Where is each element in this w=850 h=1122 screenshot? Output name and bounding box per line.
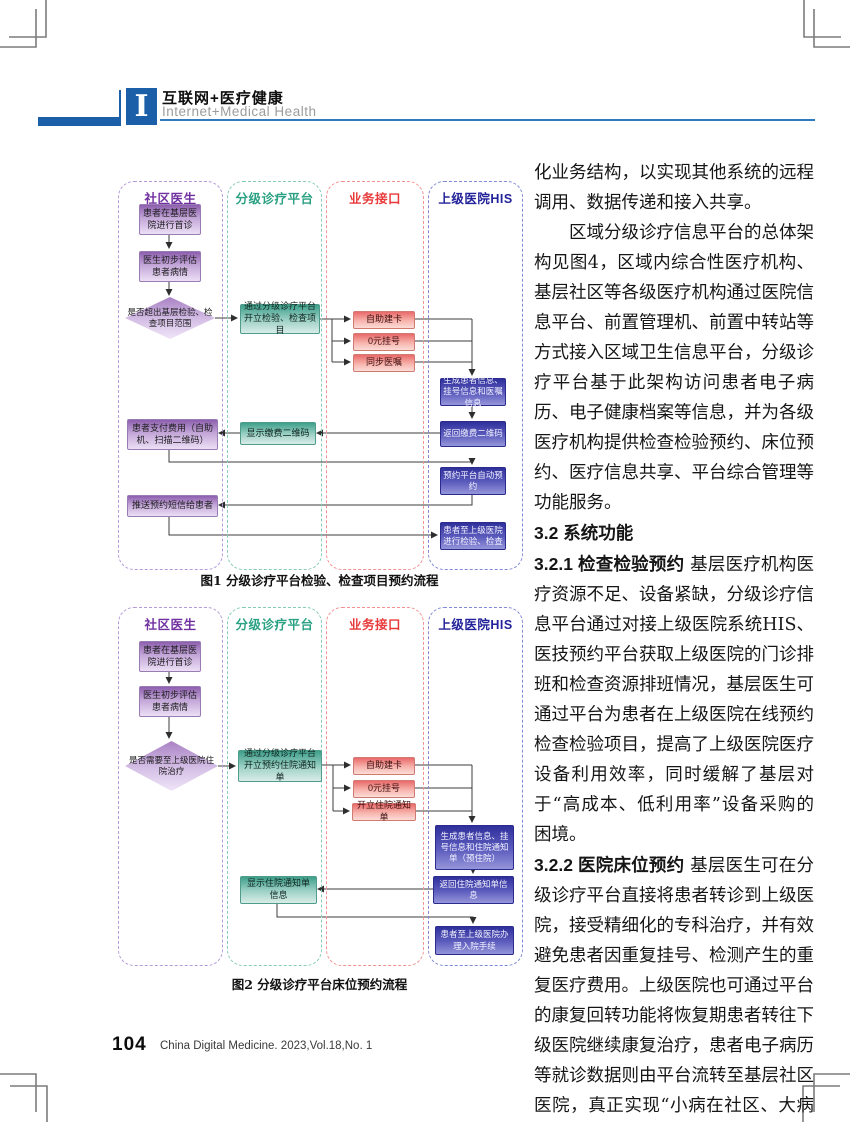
flow-node: 生成患者信息、挂号信息和住院通知单（预住院） [435,825,514,870]
flow-node: 生成患者信息、挂号信息和医嘱信息 [440,375,506,408]
flow-node-label: 是否超出基层检验、检查项目范围 [127,306,213,328]
flow-node-label: 自助建卡 [365,760,402,771]
section-heading: 3.2 系统功能 [534,523,634,543]
figure2-caption: 图2 分级诊疗平台床位预约流程 [231,977,408,992]
flow-node: 患者在基层医院进行首诊 [139,204,201,235]
flow-node-label: 开立住院通知单 [356,800,411,822]
flow-node-label: 生成患者信息、挂号信息和住院通知单（预住院） [440,830,509,864]
flow-node: 患者至上级医院进行检验、检查 [440,522,506,550]
lane-header: 业务接口 [348,192,401,206]
lane-header: 分级诊疗平台 [235,192,314,206]
lane-header: 业务接口 [348,618,401,632]
swimlane: 上级医院HIS [428,181,523,570]
flow-node: 推送预约短信给患者 [127,495,218,517]
article-text-column: 化业务结构，以实现其他系统的远程调用、数据传递和接入共享。区域分级诊疗信息平台的… [534,158,814,1122]
flow-node-label: 0元挂号 [367,783,400,794]
lane-header: 上级医院HIS [438,192,513,206]
flow-node-label: 生成患者信息、挂号信息和医嘱信息 [443,375,503,408]
flow-node-label: 患者在基层医院进行首诊 [142,644,197,667]
flow-node: 自助建卡 [353,757,415,775]
lane-header: 社区医生 [144,192,197,206]
swimlane: 业务接口 [326,181,424,570]
page-number: 104 [112,1034,147,1055]
lane-header: 社区医生 [144,618,197,632]
flow-node: 开立住院通知单 [352,800,416,822]
flow-node-label: 患者至上级医院进行检验、检查 [443,524,503,546]
header-rule [160,119,815,121]
section-heading: 3.2.2 医院床位预约 [534,855,685,875]
flow-node-label: 0元挂号 [367,336,400,347]
cropmark-bottom-left [0,1073,48,1122]
header-left-bar [38,117,121,126]
flow-node-label: 是否需要至上级医院住院治疗 [128,754,214,776]
cropmark-top-left [0,0,47,48]
paragraph: 3.2.1 检查检验预约 基层医疗机构医疗资源不足、设备紧缺，分级诊疗信息平台通… [534,554,814,845]
flow-node-label: 显示缴费二维码 [246,427,310,438]
flow-node-label: 患者支付费用（自助机、扫描二维码） [131,422,213,445]
paragraph: 3.2.2 医院床位预约 基层医生可在分级诊疗平台直接将患者转诊到上级医院，接受… [534,855,814,1116]
flow-node: 医生初步评估患者病情 [139,251,201,282]
figure1-caption: 图1 分级诊疗平台检验、检查项目预约流程 [200,573,439,588]
flow-node: 患者支付费用（自助机、扫描二维码） [127,419,218,450]
flow-node-label: 通过分级诊疗平台开立检验、检查项目 [243,301,316,335]
flow-node-label: 自助建卡 [365,314,402,325]
lane-header: 上级医院HIS [438,618,513,632]
flow-node: 返回住院通知单信息 [433,876,514,904]
flow-node-label: 医生初步评估患者病情 [142,689,197,712]
flow-node: 通过分级诊疗平台开立检验、检查项目 [240,301,320,335]
section-heading: 3.2.1 检查检验预约 [534,554,685,574]
flow-node-label: 患者在基层医院进行首诊 [142,207,197,230]
flow-node-label: 显示住院通知单信息 [246,878,310,900]
flow-node-label: 患者至上级医院办理入院手续 [440,929,509,951]
swimlane: 社区医生 [118,181,223,570]
flow-node: 是否需要至上级医院住院治疗 [125,741,218,791]
cropmark-top-right [803,0,850,48]
swimlane: 分级诊疗平台 [227,607,322,966]
swimlane: 分级诊疗平台 [227,181,322,570]
journal-logo: I [126,88,157,125]
flow-node: 显示缴费二维码 [240,422,316,445]
column-title-cn: 互联网+医疗健康 [162,90,284,107]
flow-node: 是否超出基层检验、检查项目范围 [125,297,215,339]
flow-node: 通过分级诊疗平台开立预约住院通知单 [238,748,322,782]
flow-node: 0元挂号 [353,780,415,798]
lane-header: 分级诊疗平台 [235,618,314,632]
flow-node-label: 推送预约短信给患者 [131,500,213,511]
flow-node-label: 预约平台自动预约 [443,469,503,491]
journal-citation: China Digital Medicine. 2023,Vol.18,No. … [160,1040,373,1052]
flow-node: 返回缴费二维码 [440,421,506,447]
flow-node: 自助建卡 [353,311,415,329]
swimlane: 业务接口 [326,607,424,966]
flow-node-label: 返回缴费二维码 [443,428,503,439]
flow-node: 0元挂号 [353,333,415,351]
paragraph: 3.2 系统功能 [534,518,814,549]
flow-node-label: 同步医嘱 [365,357,402,368]
header-left-vline [119,90,121,126]
flow-node-label: 通过分级诊疗平台开立预约住院通知单 [243,748,316,782]
swimlane: 上级医院HIS [428,607,523,966]
paragraph: 区域分级诊疗信息平台的总体架构见图4，区域内综合性医疗机构、基层社区等各级医疗机… [534,223,814,513]
flow-node-label: 返回住院通知单信息 [439,878,508,900]
column-title-en: Internet+Medical Health [162,104,317,119]
flow-node: 患者在基层医院进行首诊 [139,641,201,672]
swimlane: 社区医生 [118,607,223,966]
flow-node-label: 医生初步评估患者病情 [142,254,197,277]
flow-node: 患者至上级医院办理入院手续 [435,926,514,955]
flow-node: 预约平台自动预约 [440,467,506,495]
flow-node: 显示住院通知单信息 [240,876,317,904]
paragraph: 化业务结构，以实现其他系统的远程调用、数据传递和接入共享。 [534,163,814,213]
logo-letter: I [134,88,149,124]
flow-node: 医生初步评估患者病情 [139,686,201,717]
flow-node: 同步医嘱 [353,354,415,372]
